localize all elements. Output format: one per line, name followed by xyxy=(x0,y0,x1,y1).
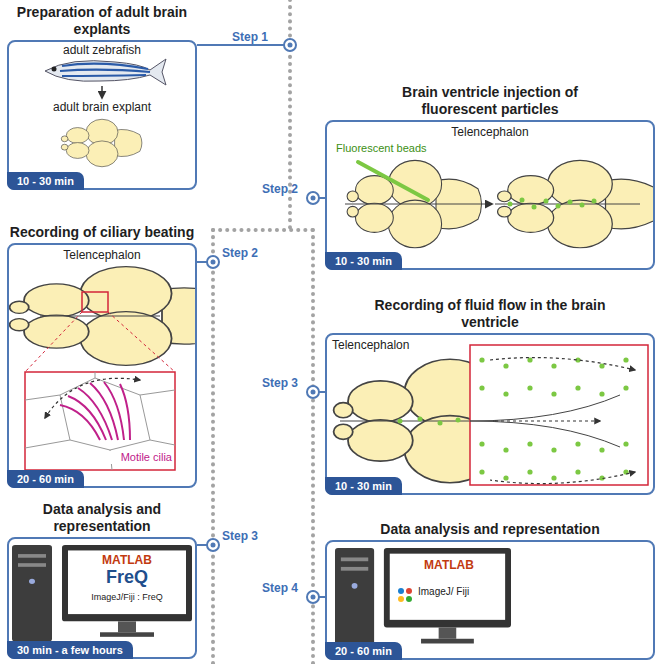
step-line xyxy=(197,45,325,597)
computer xyxy=(335,548,511,648)
panel-text: FreQ xyxy=(72,567,182,589)
zebrafish xyxy=(45,59,166,85)
step-label: Step 3 xyxy=(222,529,258,543)
step-heading: Data analysis and representation xyxy=(9,501,195,535)
panel-text: Motile cilia xyxy=(100,451,174,464)
panel-text: Telencephalon xyxy=(7,248,197,262)
duration-badge: 10 - 30 min xyxy=(7,172,84,190)
panel-text: ImageJ/Fiji : FreQ xyxy=(70,592,184,603)
duration-badge: 10 - 30 min xyxy=(325,477,402,495)
step-heading: Recording of fluid flow in the brain ven… xyxy=(327,297,653,331)
step-label: Step 1 xyxy=(232,30,268,44)
step-label: Step 2 xyxy=(222,246,258,260)
step-heading: Data analysis and representation xyxy=(327,521,653,538)
step-panel: Brain ventricle injection of fluorescent… xyxy=(325,120,655,270)
step-heading: Preparation of adult brain explants xyxy=(9,4,195,38)
duration-badge: 20 - 60 min xyxy=(7,470,84,488)
needle xyxy=(358,162,428,200)
panel-text: adult brain explant xyxy=(7,100,197,114)
computer xyxy=(12,545,192,641)
step-panel: Recording of ciliary beatingTelencephalo… xyxy=(7,243,197,488)
panel-text: Telencephalon xyxy=(325,125,655,139)
step-marker xyxy=(207,39,319,603)
step-heading: Brain ventricle injection of fluorescent… xyxy=(327,84,653,118)
brain-explant xyxy=(61,119,142,167)
step-panel: Data analysis and representationMATLABFr… xyxy=(7,537,197,659)
panel-text: adult zebrafish xyxy=(7,43,197,57)
timeline xyxy=(213,0,313,664)
step-panel: Preparation of adult brain explantsadult… xyxy=(7,40,197,190)
duration-badge: 10 - 30 min xyxy=(325,252,402,270)
duration-badge: 20 - 60 min xyxy=(325,642,402,660)
panel-text: MATLAB xyxy=(72,553,182,567)
step-label: Step 4 xyxy=(262,581,298,595)
step-label: Step 2 xyxy=(262,182,298,196)
panel-text: Telencephalon xyxy=(332,338,462,352)
panel-text: MATLAB xyxy=(392,558,506,572)
panel-text: Fluorescent beads xyxy=(336,142,466,155)
step-panel: Data analysis and representationMATLABIm… xyxy=(325,540,655,660)
step-label: Step 3 xyxy=(262,376,298,390)
arrow xyxy=(101,86,103,98)
panel-text: ImageJ/ Fiji xyxy=(418,586,498,597)
step-panel: Recording of fluid flow in the brain ven… xyxy=(325,333,655,495)
step-heading: Recording of ciliary beating xyxy=(9,224,195,241)
duration-badge: 30 min - a few hours xyxy=(7,641,133,659)
